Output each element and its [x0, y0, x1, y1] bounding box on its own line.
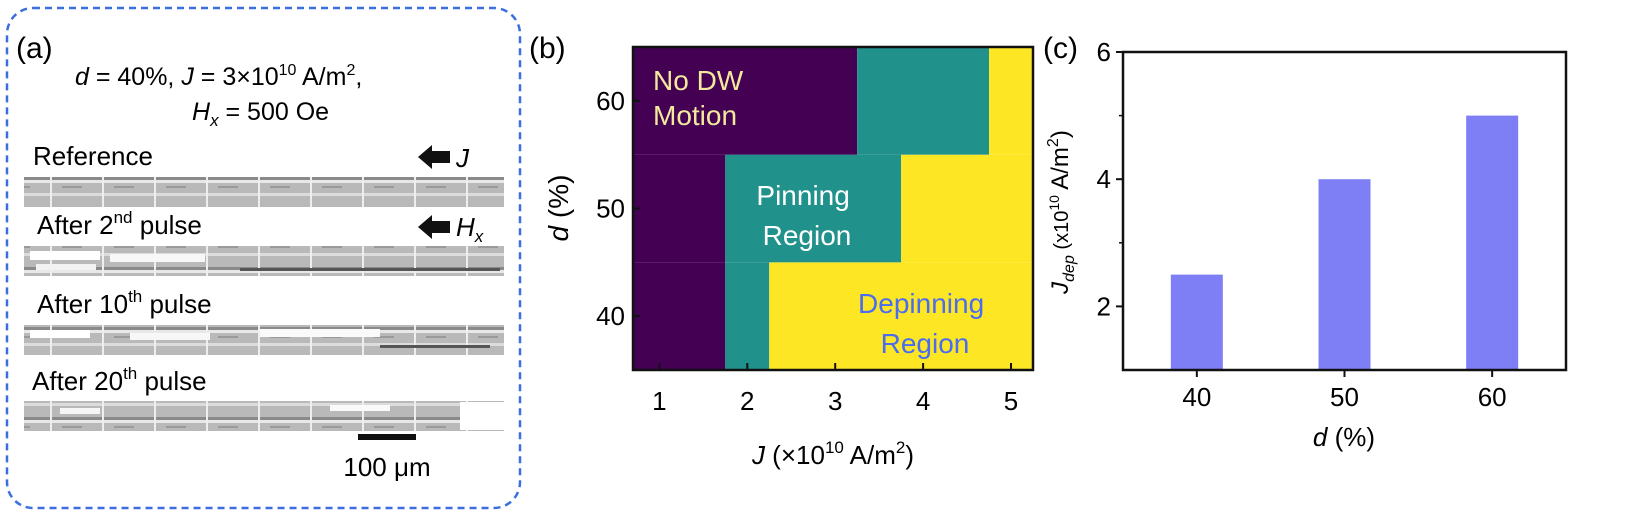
plot-b-ticks: 1 2 3 4 5 40 50 60 [596, 86, 1018, 416]
x-tick-label: 1 [652, 386, 666, 416]
strip-10th-pulse [24, 325, 504, 355]
x-tick-label: 4 [916, 386, 930, 416]
y-tick-label: 60 [596, 86, 625, 116]
plot-b-xlabel: J (×1010 A/m2) [751, 438, 914, 470]
region-label-pinning: Pinning Region [756, 180, 857, 251]
strip-reference [24, 177, 504, 207]
scale-bar-label: 100 μm [343, 452, 430, 482]
row-label-20th-pulse: After 20th pulse [32, 364, 207, 396]
x-tick-label: 5 [1004, 386, 1018, 416]
panel-a: (a) d = 40%, J = 3×1010 A/m2, Hx = 500 O… [5, 6, 522, 510]
region-depinning-cell [989, 47, 1033, 155]
arrow-hx-label: Hx [456, 212, 484, 246]
condition-line-1: d = 40%, J = 3×1010 A/m2, [75, 62, 362, 91]
plot-b-ylabel: d (%) [543, 175, 574, 242]
x-tick-label: 3 [828, 386, 842, 416]
panel-c-label: (c) [1043, 32, 1078, 65]
row-label-10th-pulse: After 10th pulse [37, 287, 212, 319]
region-no-motion-cell [633, 154, 726, 263]
bar [1318, 179, 1371, 370]
row-label-2nd-pulse: After 2nd pulse [37, 208, 202, 240]
region-label-no-motion: No DW Motion [653, 65, 751, 131]
region-pinning-cell [725, 154, 902, 263]
strip-2nd-pulse [24, 246, 504, 276]
bar [1466, 115, 1519, 370]
region-depinning-cell [901, 154, 1033, 263]
x-tick-label: 40 [1182, 382, 1211, 412]
plot-c-ylabel: Jdep (x1010 A/m2) [1045, 130, 1078, 295]
panel-b: (b) 1 2 3 4 5 40 50 60 No DW Motion Pinning Reg… [529, 32, 1035, 470]
strip-20th-pulse [24, 401, 505, 431]
left-arrow-icon [418, 145, 450, 169]
scale-bar [358, 434, 416, 440]
y-tick-label: 40 [596, 301, 625, 331]
x-tick-label: 2 [740, 386, 754, 416]
bar-series [1170, 115, 1519, 370]
arrow-j-label: J [455, 143, 470, 173]
left-arrow-icon [418, 215, 450, 239]
bar [1170, 274, 1223, 370]
region-no-motion-cell [633, 47, 858, 155]
region-pinning-cell [725, 262, 770, 370]
plot-c-ticks: 40 50 60 2 4 6 [1097, 37, 1507, 412]
y-tick-label: 50 [596, 194, 625, 224]
panel-a-label: (a) [16, 32, 53, 65]
x-tick-label: 50 [1330, 382, 1359, 412]
condition-line-2: Hx = 500 Oe [192, 98, 329, 130]
region-no-motion-cell [633, 262, 726, 370]
row-label-reference: Reference [33, 141, 153, 171]
region-label-depinning: Depinning Region [858, 288, 992, 359]
region-pinning-cell [857, 47, 990, 155]
panel-c: (c) 40 50 60 2 4 6 d (%) Jdep (x1010 A/m2) [1043, 32, 1568, 452]
phase-regions [633, 47, 1033, 370]
panel-b-label: (b) [529, 32, 566, 65]
y-tick-label: 2 [1097, 291, 1111, 321]
region-depinning-cell [769, 262, 1033, 370]
y-tick-label: 4 [1097, 164, 1111, 194]
plot-c-xlabel: d (%) [1313, 422, 1375, 452]
x-tick-label: 60 [1478, 382, 1507, 412]
panel-a-frame [5, 6, 522, 510]
y-tick-label: 6 [1097, 37, 1111, 67]
